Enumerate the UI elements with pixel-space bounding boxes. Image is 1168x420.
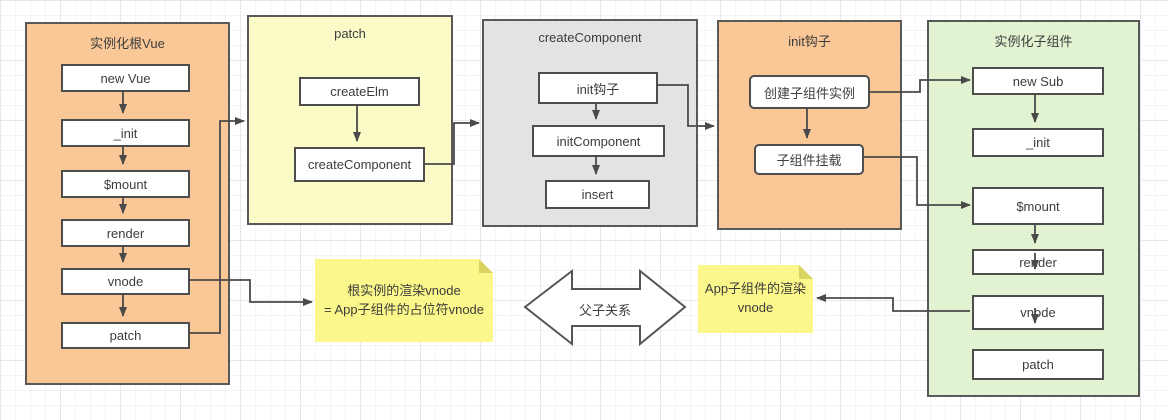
folded-corner-icon: [479, 259, 493, 273]
node-create-elm: createElm: [299, 77, 420, 106]
relation-label: 父子关系: [578, 303, 631, 318]
container-init-hook: init钩子 创建子组件实例 子组件挂载: [717, 20, 902, 230]
node-sub-init: _init: [972, 128, 1104, 157]
node-sub-mount: $mount: [972, 187, 1104, 225]
container-create-component: createComponent init钩子 initComponent ins…: [482, 19, 698, 227]
sticky-note-root-vnode: 根实例的渲染vnode = App子组件的占位符vnode: [315, 259, 493, 342]
sticky-note-app-vnode: App子组件的渲染 vnode: [698, 265, 813, 333]
container-sub-component: 实例化子组件 new Sub _init $mount render vnode…: [927, 20, 1140, 397]
node-root-mount: $mount: [61, 170, 190, 198]
folded-corner-icon: [799, 265, 813, 279]
container-create-component-title: createComponent: [538, 30, 642, 45]
node-create-component: createComponent: [294, 147, 425, 182]
container-sub-component-title: 实例化子组件: [994, 34, 1073, 49]
node-sub-render: render: [972, 249, 1104, 275]
container-patch-title: patch: [334, 26, 366, 41]
node-sub-patch: patch: [972, 349, 1104, 380]
node-sub-vnode: vnode: [972, 295, 1104, 330]
sticky-note-app-vnode-line2: vnode: [737, 300, 774, 315]
container-root-vue-title: 实例化根Vue: [90, 36, 165, 51]
node-child-mount: 子组件挂载: [754, 144, 864, 175]
node-root-init: _init: [61, 119, 190, 147]
container-root-vue: 实例化根Vue new Vue _init $mount render vnod…: [25, 22, 230, 385]
node-root-render: render: [61, 219, 190, 247]
node-insert: insert: [545, 180, 650, 209]
sticky-note-root-vnode-line1: 根实例的渲染vnode: [347, 282, 461, 298]
sticky-note-root-vnode-line2: = App子组件的占位符vnode: [323, 301, 485, 317]
node-init-component: initComponent: [532, 125, 665, 157]
container-init-hook-title: init钩子: [788, 34, 831, 49]
sticky-note-app-vnode-line1: App子组件的渲染: [704, 281, 807, 297]
node-new-sub: new Sub: [972, 67, 1104, 95]
container-patch: patch createElm createComponent: [247, 15, 453, 225]
node-root-vnode: vnode: [61, 268, 190, 295]
node-new-vue: new Vue: [61, 64, 190, 92]
node-create-child-instance: 创建子组件实例: [749, 75, 870, 109]
node-init-hook: init钩子: [538, 72, 658, 104]
node-root-patch: patch: [61, 322, 190, 349]
